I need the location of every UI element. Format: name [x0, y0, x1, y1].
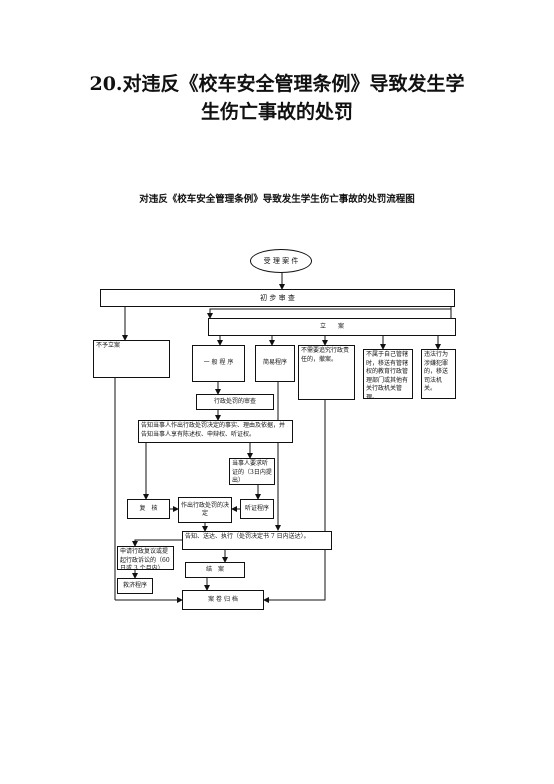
flowchart-title: 对违反《校车安全管理条例》导致发生学生伤亡事故的处罚流程图: [139, 194, 415, 205]
node-reconsider: 申请行政复议或提起行政诉讼的（60日或 3 个月内）: [117, 546, 174, 570]
node-general-procedure: 一 般 程 序: [192, 345, 245, 382]
node-archive: 案 卷 归 档: [182, 590, 264, 610]
node-no-violation: 不需要追究行政责任的，撤案。: [298, 345, 355, 400]
node-rebuttal: 救济程序: [117, 578, 153, 594]
page-title-line2: 生伤亡事故的处罚: [200, 101, 353, 123]
node-review: 初 步 审 查: [100, 289, 455, 307]
node-make-decision: 作出行政处罚的决定: [178, 497, 232, 523]
node-not-jurisdiction: 不属于自己管辖时，移送有管辖权的教育行政管理部门或其他有关行政机关管理。: [363, 349, 413, 399]
node-hearing: 听证程序: [240, 499, 274, 519]
node-simple-procedure: 简易程序: [255, 345, 295, 382]
node-notify: 告知当事人作出行政处罚决定的事实、理由及依据，并告知当事人享有陈述权、申辩权、听…: [138, 420, 293, 443]
node-deliver: 告知、送达、执行（处罚决定书 7 日内送达）。: [182, 531, 332, 550]
node-hearing-request: 当事人要求听证的（3日内提出）: [229, 458, 275, 485]
node-crime: 违法行为涉嫌犯罪的，移送司法机关。: [421, 349, 456, 399]
node-accept: 受 理 案 件: [250, 249, 312, 273]
node-resolve: 结 案: [185, 562, 245, 578]
node-no-file: 不予立案: [93, 340, 170, 378]
node-file: 立 案: [208, 318, 456, 336]
node-plea: 复 核: [127, 499, 170, 519]
node-decision-review: 行政处罚的审查: [196, 394, 274, 410]
page-title-line1: 20.对违反《校车安全管理条例》导致发生学: [89, 73, 465, 95]
